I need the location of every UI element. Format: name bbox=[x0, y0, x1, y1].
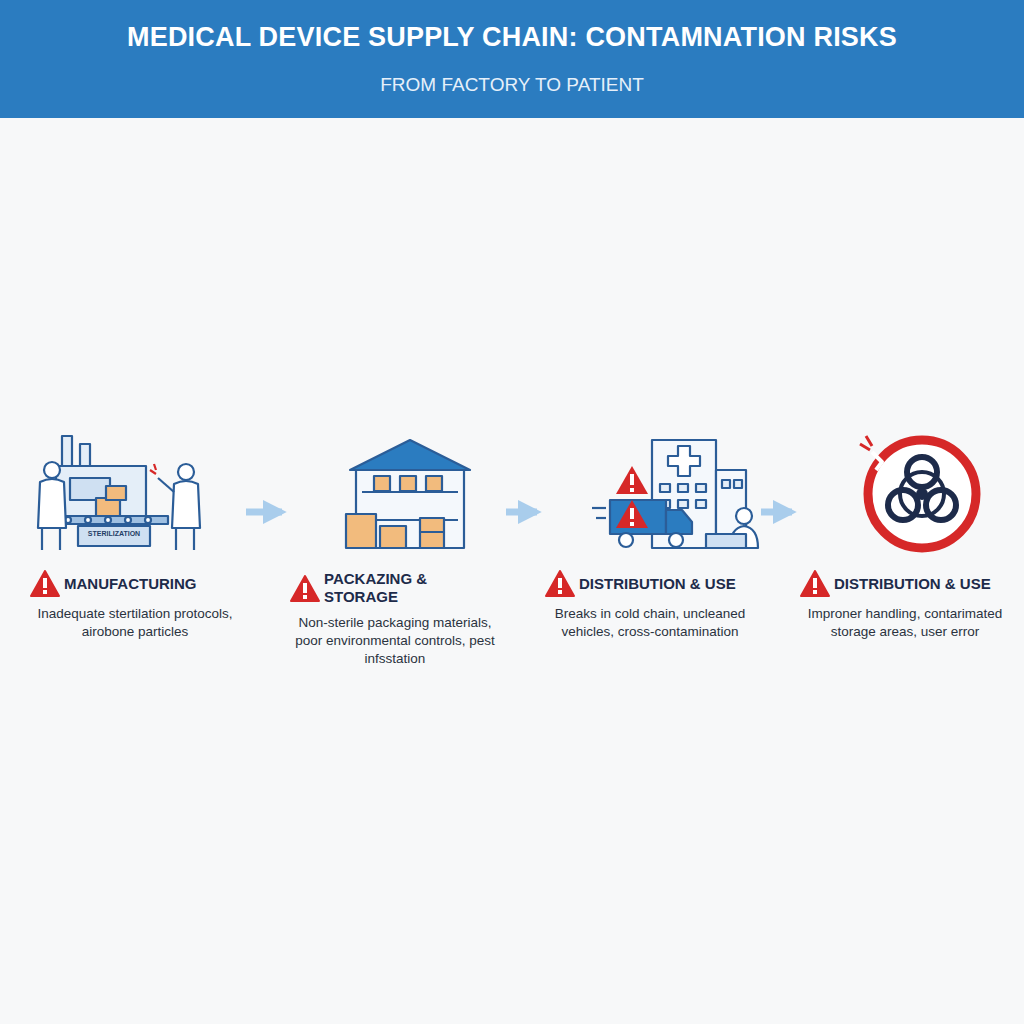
warehouse-icon bbox=[346, 440, 470, 548]
biohazard-icon bbox=[860, 436, 976, 548]
stage-node: DISTRIBUTION & USE Breaks in cold chain, … bbox=[545, 430, 755, 641]
stage-node: PACKAZING & STORAGE Non-sterile packaging… bbox=[290, 430, 500, 668]
factory-icon bbox=[38, 436, 200, 550]
warning-triangle bbox=[545, 570, 575, 597]
machine-label: STERILIZATION bbox=[84, 530, 144, 537]
stage-heading: DISTRIBUTION & USE bbox=[579, 575, 736, 593]
stage-heading: DISTRIBUTION & USE bbox=[834, 575, 991, 593]
header-band bbox=[0, 0, 1024, 118]
subtitle: FROM FACTORY TO PATIENT bbox=[20, 74, 1004, 96]
flow-arrow bbox=[246, 509, 282, 516]
title: MEDICAL DEVICE SUPPLY CHAIN: CONTAMNATIO… bbox=[20, 22, 1004, 53]
stage-description: Inadequate stertilation protocols, airob… bbox=[30, 605, 240, 641]
warning-triangle bbox=[800, 570, 830, 597]
stage-description: Breaks in cold chain, uncleaned vehicles… bbox=[545, 605, 755, 641]
stage-description: Non-sterile packaging materials, poor en… bbox=[290, 614, 500, 668]
stage-description: Improner handling, contarimated storage … bbox=[800, 605, 1010, 641]
flow-arrow bbox=[506, 509, 537, 516]
warning-triangle bbox=[30, 570, 60, 597]
warning-triangle bbox=[290, 575, 320, 602]
stage-heading: MANUFACTURING bbox=[64, 575, 197, 593]
stage-heading: PACKAZING & STORAGE bbox=[324, 570, 500, 606]
flow-arrow bbox=[761, 509, 792, 516]
distribution-icon bbox=[592, 440, 758, 548]
stage-node: DISTRIBUTION & USE Improner handling, con… bbox=[800, 430, 1010, 641]
